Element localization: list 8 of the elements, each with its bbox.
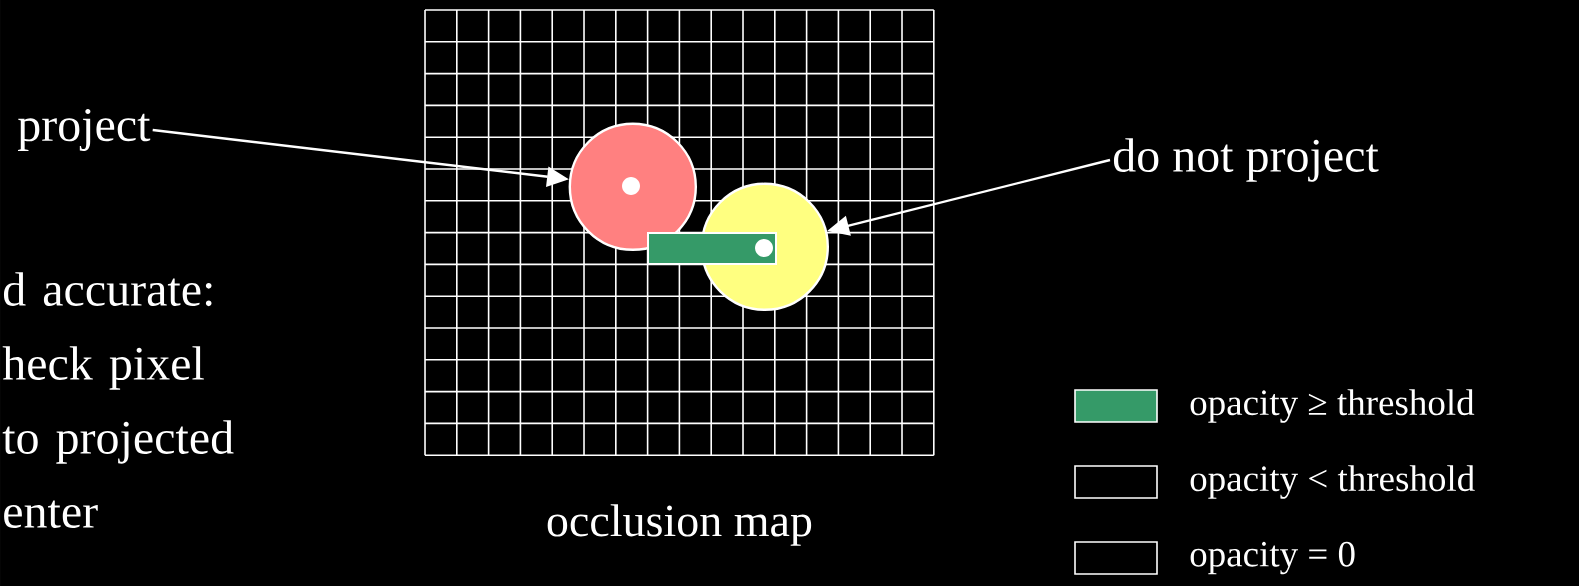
callout-text: project [18,109,151,151]
callout-text: do not project [1113,138,1379,182]
legend-text: opacity = 0 [1190,541,1355,575]
legend-text: opacity < threshold [1190,465,1475,499]
legend-text: opacity ≥ threshold [1190,389,1475,423]
map-caption: occlusion map [547,504,812,546]
note-text: d accurate: heck pixel to projected enter [2,272,234,528]
circle [568,122,697,251]
